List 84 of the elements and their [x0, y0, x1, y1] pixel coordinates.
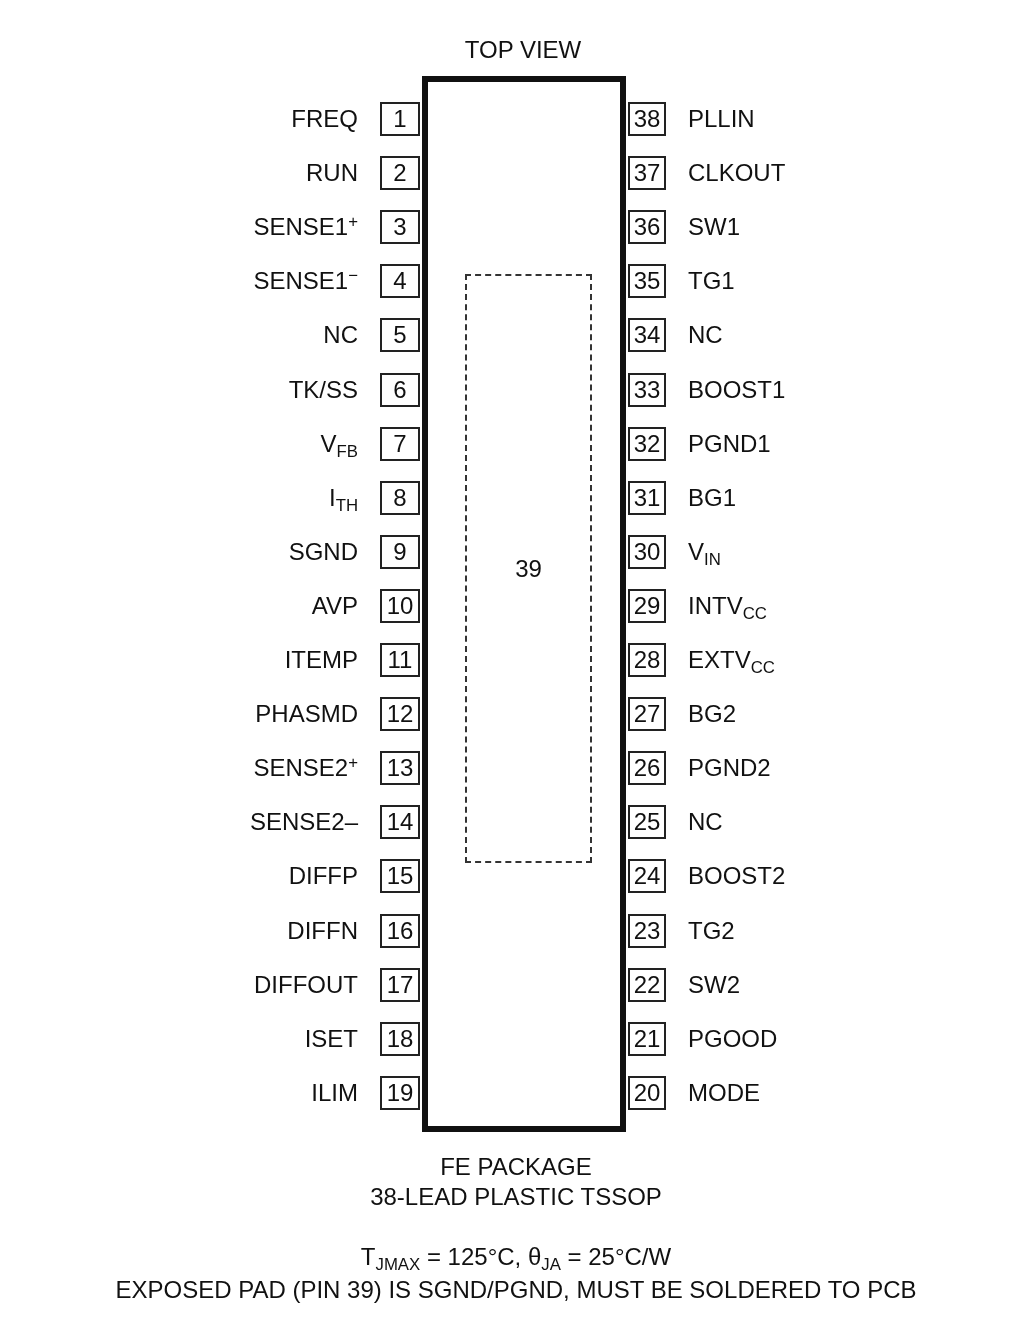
pin-number: 6	[392, 375, 408, 404]
pin-name: FREQ	[291, 105, 358, 133]
pin-name: PGOOD	[688, 1024, 778, 1053]
pin-name: SENSE2–	[249, 808, 358, 837]
pin-name: TG1	[688, 267, 735, 296]
pin-name: SENSE2$^{+}$	[253, 754, 358, 783]
pin-name: CLKOUT	[688, 159, 786, 188]
pin-name: RUN	[306, 159, 358, 188]
pin-name: BOOST2	[688, 862, 786, 891]
pin-number: 2	[392, 159, 408, 188]
pin-number: 7	[392, 429, 408, 458]
pin-number: 22	[632, 970, 662, 999]
pin-name: NC	[688, 321, 723, 350]
pin-name: SENSE1$^{−}$	[253, 267, 358, 296]
view-title: TOP VIEW	[463, 36, 583, 64]
pin-number: 15	[385, 862, 415, 891]
pin-name: SW1	[688, 213, 740, 242]
exposed-pad	[465, 274, 592, 863]
note-text: T$_{JMAX}$ = 125°C, θ$_{JA}$ = 25°C/W	[359, 1243, 673, 1271]
pin-name: BG1	[688, 483, 737, 512]
pin-number: 27	[632, 700, 662, 729]
pin-number: 16	[385, 916, 415, 945]
pin-name: NC	[688, 808, 723, 837]
pin-name: EXTV$_{CC}$	[688, 646, 775, 674]
pin-name: PGND1	[688, 429, 771, 458]
pin-number: 4	[392, 267, 408, 296]
pin-name: TG2	[688, 916, 735, 945]
pin-number: 9	[392, 537, 408, 566]
pin-number: 32	[632, 429, 662, 458]
pin-name: BG2	[688, 700, 737, 729]
pin-number: 33	[632, 375, 662, 404]
pin-number: 28	[632, 646, 662, 674]
pin-name: DIFFN	[287, 916, 358, 945]
pin-name: DIFFOUT	[254, 970, 358, 999]
pad-number: 39	[514, 554, 543, 583]
pin-number: 1	[392, 105, 408, 133]
pin-name: MODE	[688, 1078, 760, 1107]
pin-name: V$_{IN}$	[688, 537, 721, 566]
pin-number: 12	[385, 700, 415, 729]
pin-number: 31	[632, 483, 662, 512]
pin-number: 5	[392, 321, 408, 350]
pin-number: 34	[632, 321, 662, 350]
pin-name: PGND2	[688, 754, 771, 783]
pin-number: 18	[385, 1024, 415, 1053]
pin-number: 35	[632, 267, 662, 296]
pin-name: ISET	[304, 1024, 358, 1053]
pin-number: 20	[632, 1078, 662, 1107]
pin-number: 38	[632, 105, 662, 133]
pin-number: 25	[632, 808, 662, 837]
pin-number: 8	[392, 483, 408, 512]
pin-name: INTV$_{CC}$	[688, 591, 767, 620]
pin-name: ITEMP	[284, 646, 358, 674]
pin-name: ILIM	[311, 1078, 358, 1107]
pin-name: V$_{FB}$	[320, 429, 358, 458]
pin-name: PHASMD	[255, 700, 358, 729]
pin-number: 19	[385, 1078, 415, 1107]
pin-number: 37	[632, 159, 662, 188]
pin-number: 17	[385, 970, 415, 999]
pin-number: 30	[632, 537, 662, 566]
pin-number: 14	[385, 808, 415, 837]
package-body	[422, 76, 626, 1132]
pin-name: AVP	[311, 591, 358, 620]
pin-name: DIFFP	[288, 862, 358, 891]
pin-number: 10	[385, 591, 415, 620]
pin-number: 26	[632, 754, 662, 783]
pin-name: NC	[323, 321, 358, 350]
note-text: EXPOSED PAD (PIN 39) IS SGND/PGND, MUST BE SOLDERED TO PCB	[114, 1276, 918, 1304]
pin-name: SW2	[688, 970, 740, 999]
pin-number: 29	[632, 591, 662, 620]
pin-number: 23	[632, 916, 662, 945]
pin-name: PLLIN	[688, 105, 755, 133]
package-caption: FE PACKAGE	[439, 1153, 593, 1181]
pin-number: 24	[632, 862, 662, 891]
pin-number: 21	[632, 1024, 662, 1053]
pin-name: SGND	[288, 537, 358, 566]
pin-number: 13	[385, 754, 415, 783]
pin-number: 3	[392, 213, 408, 242]
pin-number: 36	[632, 213, 662, 242]
pin-name: BOOST1	[688, 375, 786, 404]
package-caption: 38-LEAD PLASTIC TSSOP	[369, 1183, 663, 1211]
pin-name: I$_{TH}$	[328, 483, 358, 512]
pin-name: TK/SS	[288, 375, 358, 404]
pin-name: SENSE1$^{+}$	[253, 213, 358, 242]
pin-number: 11	[386, 646, 414, 674]
